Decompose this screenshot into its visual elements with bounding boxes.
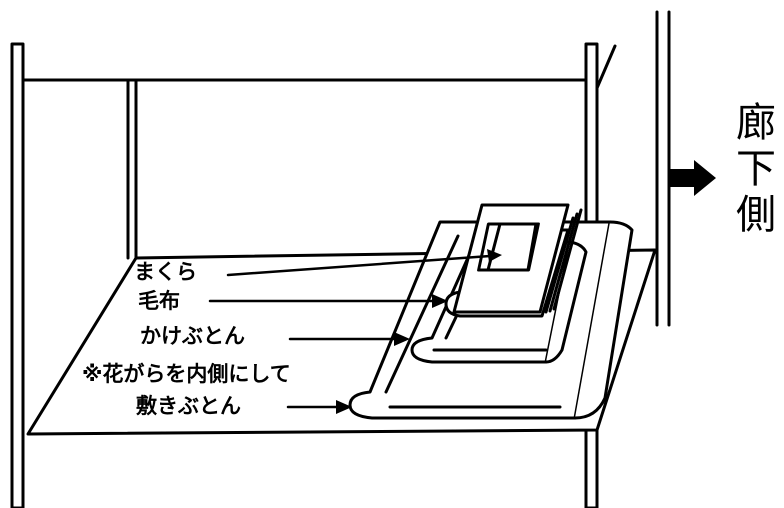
futon-label: 敷きぶとん (136, 394, 241, 418)
corridor-side-label: 廊 下 側 (728, 100, 784, 238)
corridor-char-3: 側 (736, 192, 776, 238)
pillow-label: まくら (134, 260, 197, 284)
right-arrow-icon (670, 160, 716, 196)
comforter-label: かけぶとん (140, 324, 245, 348)
blanket-label: 毛布 (138, 289, 180, 313)
corridor-char-2: 下 (736, 146, 776, 192)
corridor-char-1: 廊 (736, 100, 776, 146)
orientation-note: ※花がらを内側にして (82, 362, 291, 386)
pointer-lines (208, 254, 492, 409)
pointer-arrowheads (336, 249, 502, 414)
wall-line (655, 10, 671, 327)
